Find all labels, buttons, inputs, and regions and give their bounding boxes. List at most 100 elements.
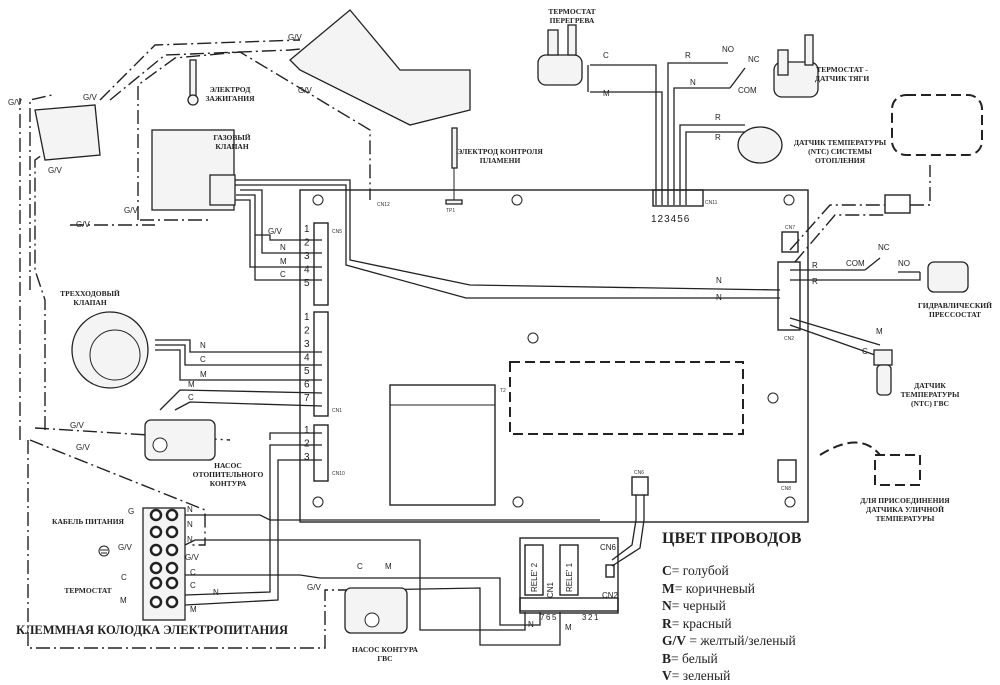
transformer: [389, 384, 496, 506]
cn1-pin-number: 6: [304, 380, 310, 391]
cn5-pin-number: 2: [304, 238, 310, 249]
wire-label: NO: [898, 259, 910, 268]
legend-value: = зеленый: [671, 668, 731, 683]
pressure-switch-icon: [927, 261, 969, 293]
label-gas-valve: ГАЗОВЫЙ: [213, 133, 250, 142]
terminal-block-icon: [142, 507, 186, 621]
label-pressure-switch: ГИДРАВЛИЧЕСКИЙ: [918, 301, 992, 310]
connector-cn5: [313, 222, 329, 306]
dhw-pump-icon: [344, 587, 408, 634]
fan-connector-icon: [884, 194, 911, 214]
wire-label: R: [715, 113, 721, 122]
wire-label: N: [528, 620, 534, 629]
cn10-pin-number: 1: [304, 425, 310, 436]
relay-pin-number: 3: [582, 613, 587, 622]
wire-label: N: [200, 341, 206, 350]
dhw-ntc-sensor-icon: [873, 349, 893, 396]
cn5-pin-number: 5: [304, 278, 310, 289]
terminal-block-title: КЛЕММНАЯ КОЛОДКА ЭЛЕКТРОПИТАНИЯ: [16, 623, 288, 637]
connector-label-cn8: CN8: [781, 486, 791, 492]
wire-label: C: [603, 51, 609, 60]
connector-label-cn2: CN2: [784, 336, 794, 342]
connector-cn11: [652, 189, 704, 207]
wire-label: N: [213, 588, 219, 597]
legend-value: = коричневый: [674, 580, 756, 596]
connector-label-cn1: CN1: [332, 408, 342, 414]
cn1-pin-number: 3: [304, 339, 310, 350]
control-board: [299, 189, 809, 523]
legend-key: V: [662, 668, 672, 683]
wire-label: N: [716, 293, 722, 302]
connector-label-cn7: CN7: [785, 225, 795, 231]
wire-label: M: [565, 623, 572, 632]
connector-cn10: [313, 424, 329, 482]
wire-label: C: [862, 347, 868, 356]
draft-thermostat-icon: [773, 34, 819, 98]
wire-label: G/V: [124, 206, 138, 215]
legend-item: M= коричневый: [662, 580, 801, 598]
cn1-pin-number: 4: [304, 353, 310, 364]
legend-key: N: [662, 598, 672, 613]
label-heating-ntc: (NTC) СИСТЕМЫ: [808, 147, 872, 156]
legend-key: M: [662, 580, 675, 596]
wire-label: M: [120, 596, 127, 605]
relay-cn2-label: CN2: [602, 591, 619, 600]
label-draft-thermostat: ТЕРМОСТАТ -: [816, 65, 868, 74]
label-heating-pump: КОНТУРА: [210, 479, 247, 488]
relay-pin-number: 6: [546, 613, 551, 622]
cn1-pin-number: 1: [304, 312, 310, 323]
label-heating-ntc: ДАТЧИК ТЕМПЕРАТУРЫ: [794, 138, 887, 147]
connector-label-cn10: CN10: [332, 471, 345, 477]
legend-value: = красный: [671, 615, 732, 631]
wire-label: NO: [722, 45, 734, 54]
label-ignition-electrode: ЗАЖИГАНИЯ: [205, 94, 255, 103]
wire-label: R: [812, 277, 818, 286]
wire-label: N: [280, 243, 286, 252]
label-ignition-electrode: ЭЛЕКТРОД: [210, 85, 252, 94]
label-three-way-valve: КЛАПАН: [73, 298, 107, 307]
wire-label: NC: [748, 55, 760, 64]
wire-label: N: [187, 535, 193, 544]
label-power-cable: КАБЕЛЬ ПИТАНИЯ: [52, 517, 125, 526]
wire-label: M: [188, 380, 195, 389]
cn10-pin-number: 3: [304, 452, 310, 463]
wire-label: C: [188, 393, 194, 402]
legend-key: C: [662, 563, 672, 578]
relay-cn6-label: CN6: [600, 543, 617, 552]
legend-item: N= черный: [662, 597, 801, 615]
label-dhw-pump: НАСОС КОНТУРА: [352, 645, 419, 654]
wire-label: N: [187, 520, 193, 529]
heating-pump-icon: [144, 419, 216, 461]
legend-key: B: [662, 650, 672, 666]
wire-label: N: [187, 505, 193, 514]
label-flame-electrode: ЭЛЕКТРОД КОНТРОЛЯ: [457, 147, 543, 156]
wire-label: C: [280, 270, 286, 279]
wire-label: G/V: [268, 227, 282, 236]
label-dhw-ntc: (NTC) ГВС: [911, 399, 949, 408]
relay-board: [519, 537, 619, 614]
wire-label: R: [812, 261, 818, 270]
legend-key: R: [662, 615, 672, 631]
wires: [155, 62, 921, 646]
wire-label: M: [385, 562, 392, 571]
ignition-electrode-icon: [187, 59, 199, 106]
label-gas-valve: КЛАПАН: [215, 142, 249, 151]
connector-cn8: [777, 459, 797, 483]
cn5-pin-number: 4: [304, 265, 310, 276]
connector-cn1: [313, 311, 329, 417]
spark-terminal-icon: [34, 104, 101, 161]
wire-label: G/V: [76, 443, 90, 452]
ground-wires: [19, 39, 931, 649]
wire-label: C: [357, 562, 363, 571]
legend-key: G/V: [662, 633, 687, 648]
legend-title: ЦВЕТ ПРОВОДОВ: [662, 530, 802, 547]
label-heating-pump: ОТОПИТЕЛЬНОГО: [193, 470, 264, 479]
wire-label: G/V: [8, 98, 22, 107]
heating-ntc-sensor-icon: [737, 126, 783, 164]
relay-pin-number: 1: [594, 613, 599, 622]
wire-label: G/V: [83, 93, 97, 102]
relay-pin-number: 5: [552, 613, 557, 622]
connector-cn6-board: [631, 476, 649, 496]
